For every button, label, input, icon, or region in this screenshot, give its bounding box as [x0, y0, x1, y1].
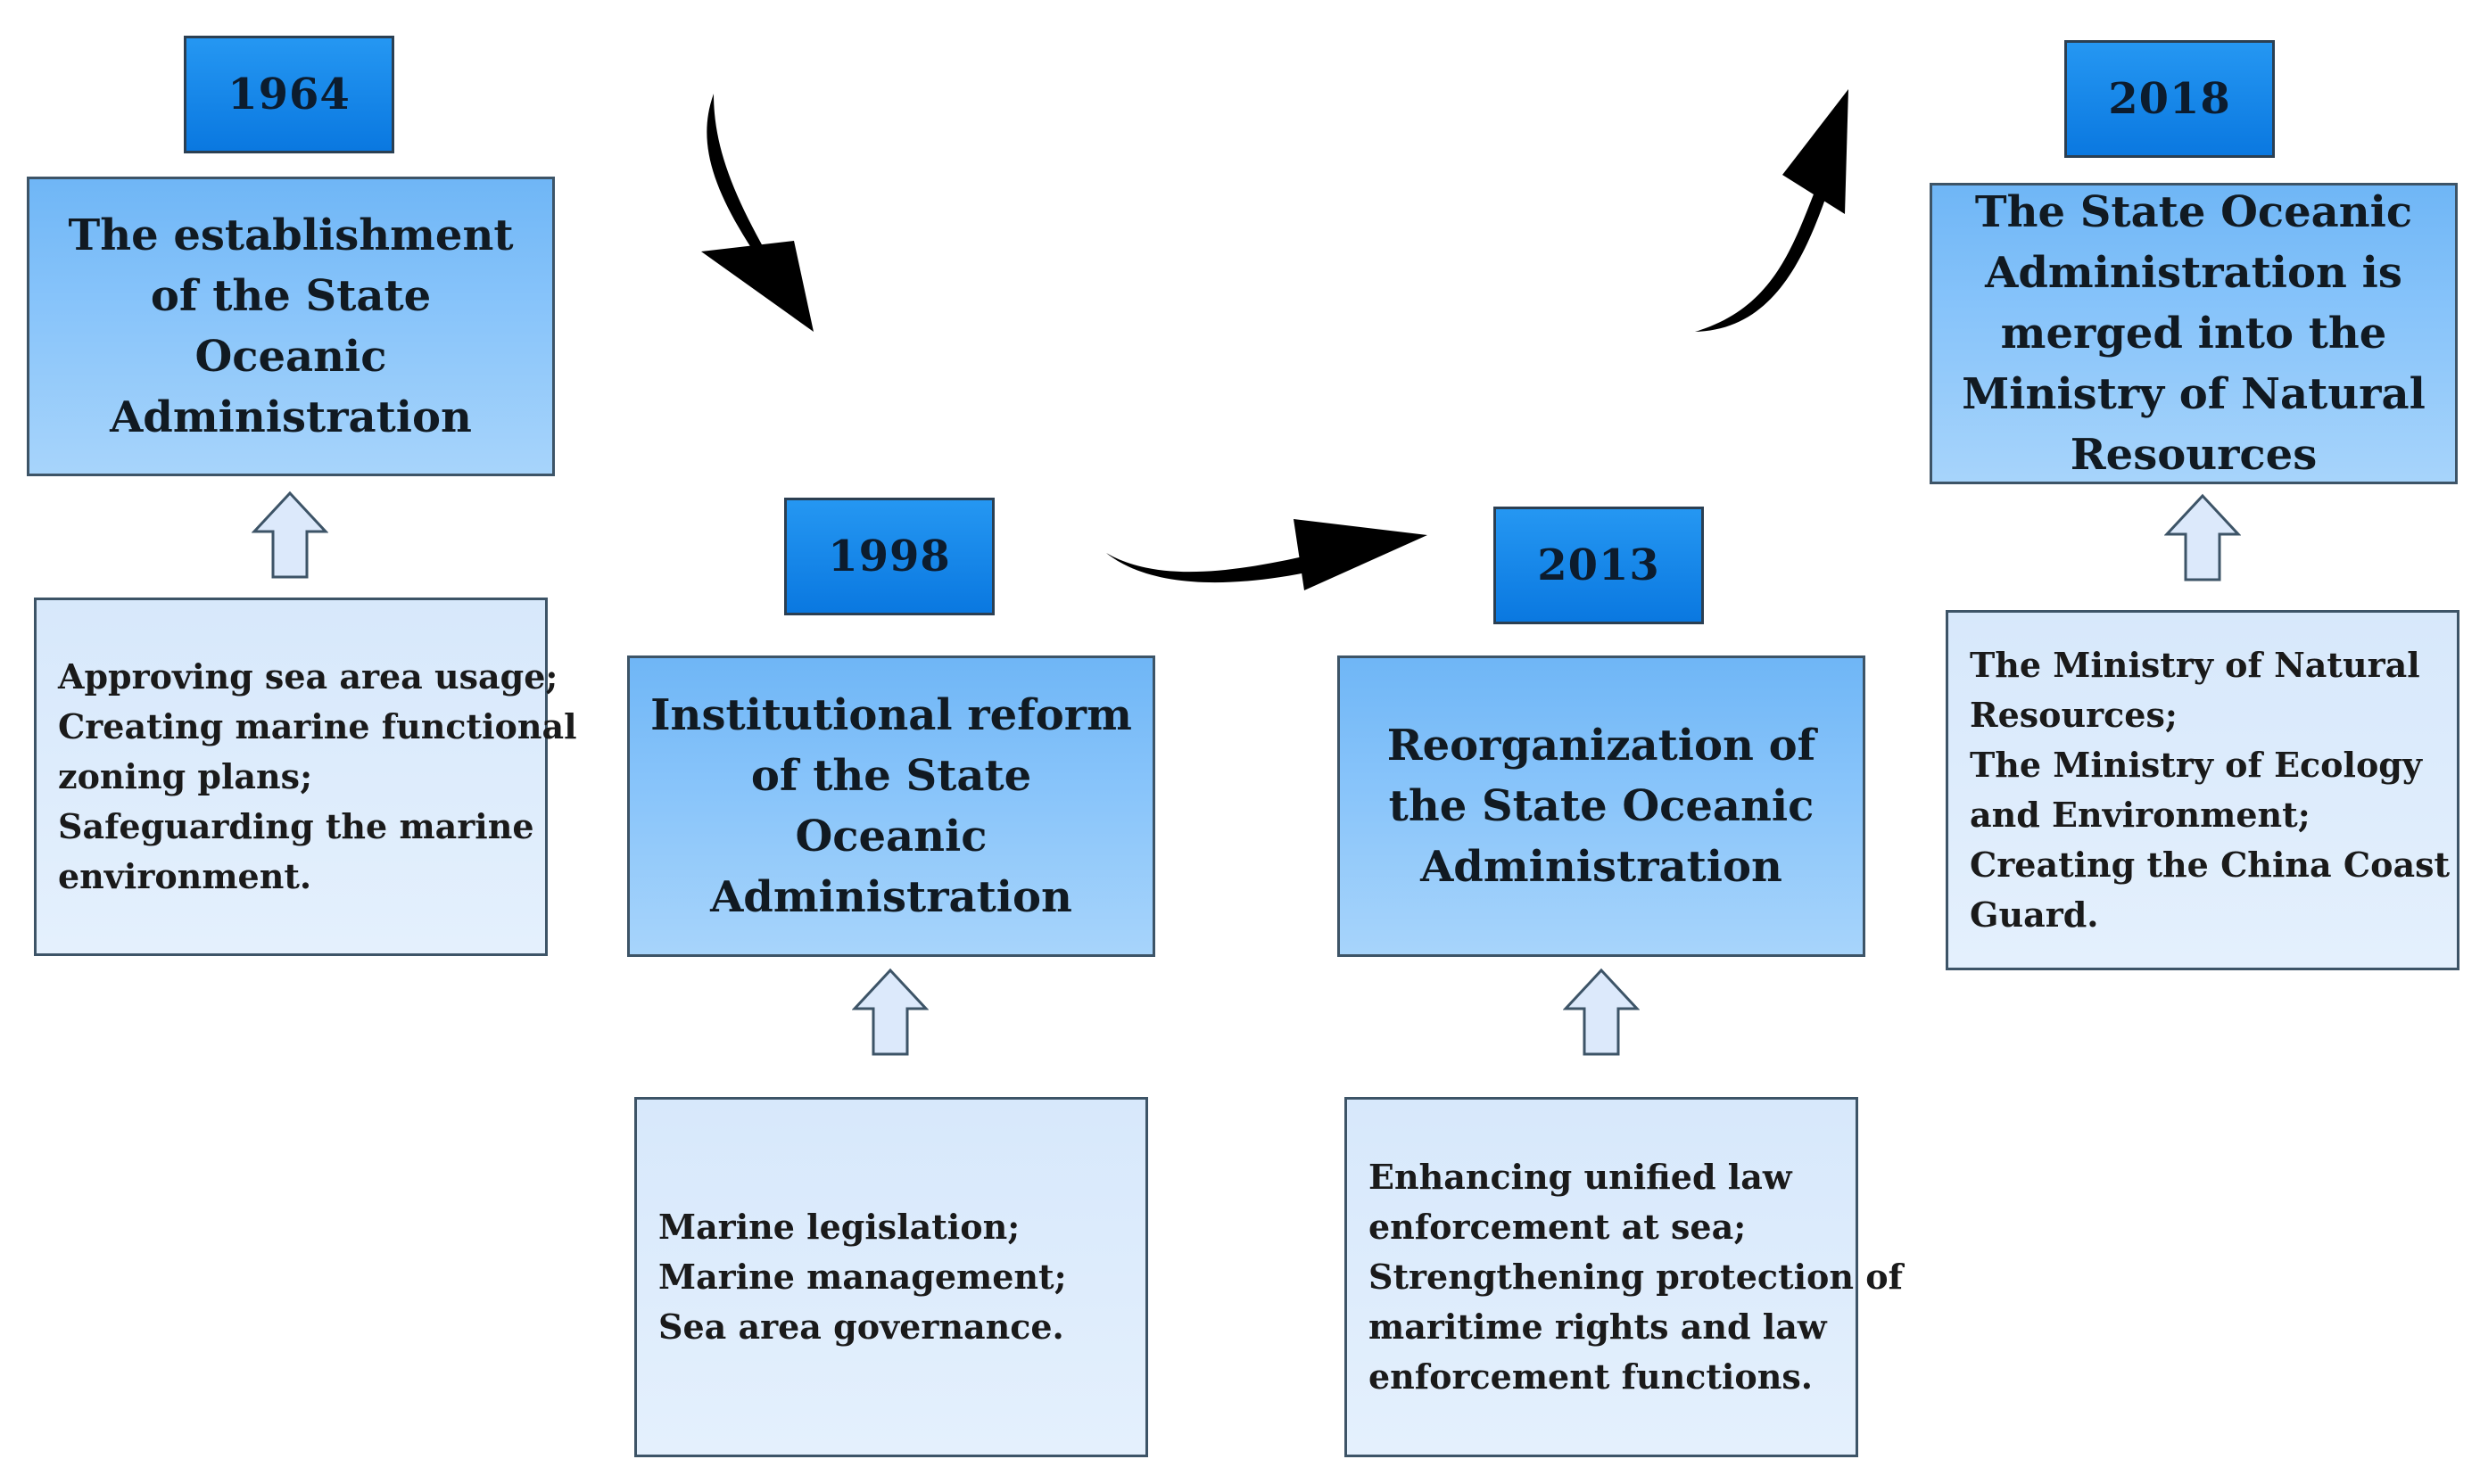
curved-arrow-right-icon: [1106, 519, 1427, 590]
detail-line: Marine legislation;: [658, 1207, 1021, 1247]
event-box-establishment: The establishment of the State Oceanic A…: [27, 177, 555, 476]
detail-line: Resources;: [1970, 695, 2178, 735]
detail-line: Safeguarding the marine: [58, 806, 534, 846]
curved-arrow-down-icon: [701, 94, 814, 332]
detail-box-2013: Enhancing unified law enforcement at sea…: [1344, 1097, 1903, 1457]
detail-line: enforcement functions.: [1368, 1356, 1813, 1397]
event-box-merger: The State Oceanic Administration is merg…: [1930, 183, 2458, 484]
up-arrow-icon: [1563, 968, 1640, 1056]
detail-line: The Ministry of Ecology: [1970, 745, 2422, 785]
detail-line: and Environment;: [1970, 795, 2311, 835]
detail-line: Creating the China Coast: [1970, 845, 2451, 885]
event-box-reorganization: Reorganization of the State Oceanic Admi…: [1337, 655, 1865, 957]
detail-line: zoning plans;: [58, 756, 313, 796]
up-arrow-icon: [852, 968, 929, 1056]
detail-line: The Ministry of Natural: [1970, 645, 2420, 685]
year-box-1998: 1998: [784, 498, 995, 615]
detail-line: maritime rights and law: [1368, 1307, 1827, 1347]
detail-line: Sea area governance.: [658, 1307, 1064, 1347]
year-box-2013: 2013: [1493, 507, 1704, 624]
detail-line: enforcement at sea;: [1368, 1207, 1747, 1247]
event-box-institutional-reform: Institutional reform of the State Oceani…: [627, 655, 1155, 957]
year-box-2018: 2018: [2064, 40, 2275, 158]
detail-line: Marine management;: [658, 1257, 1067, 1297]
year-box-1964: 1964: [184, 36, 394, 153]
detail-line: Strengthening protection of: [1368, 1257, 1903, 1297]
detail-line: Enhancing unified law: [1368, 1157, 1792, 1197]
detail-box-1964: Approving sea area usage; Creating marin…: [34, 598, 577, 956]
detail-line: Approving sea area usage;: [58, 656, 558, 697]
detail-line: Creating marine functional: [58, 706, 577, 746]
detail-box-2018: The Ministry of Natural Resources; The M…: [1946, 610, 2459, 970]
up-arrow-icon: [252, 491, 328, 579]
detail-line: environment.: [58, 856, 312, 896]
detail-box-1998: Marine legislation; Marine management; S…: [634, 1097, 1148, 1457]
curved-arrow-up-icon: [1695, 89, 1848, 332]
detail-line: Guard.: [1970, 895, 2099, 935]
up-arrow-icon: [2164, 493, 2241, 581]
